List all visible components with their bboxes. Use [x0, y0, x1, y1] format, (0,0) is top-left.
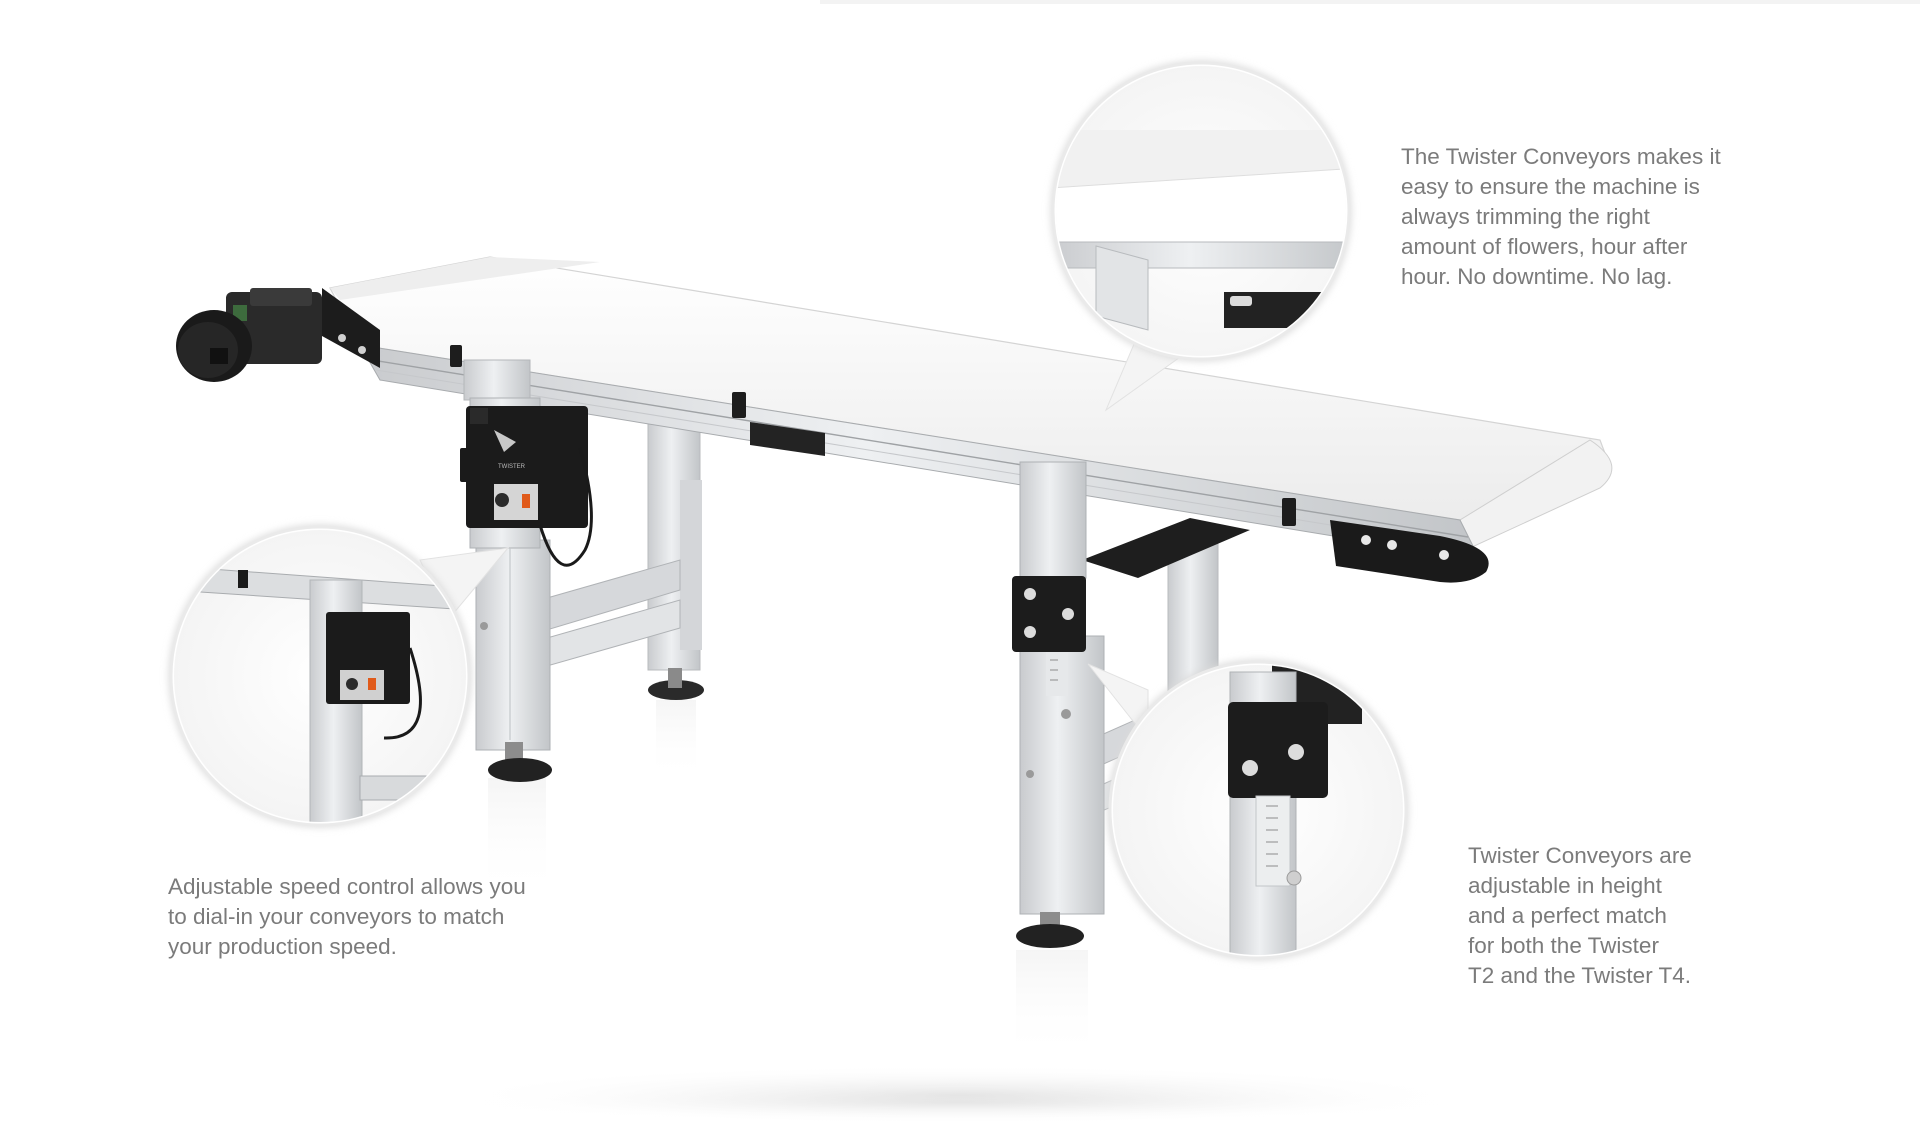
detail-circle-belt [1051, 61, 1351, 361]
background-top-shade [820, 0, 1920, 4]
speed-control-box: TWISTER [460, 406, 593, 567]
detail-circle-height-adjust [1108, 660, 1408, 960]
caption-speed-control: Adjustable speed control allows you to d… [168, 874, 526, 959]
rear-leg-left [647, 419, 704, 700]
drive-motor [176, 288, 380, 382]
caption-belt-alignment: The Twister Conveyors makes it easy to e… [1401, 144, 1721, 289]
svg-text:TWISTER: TWISTER [498, 464, 526, 470]
caption-height-adjust: Twister Conveyors are adjustable in heig… [1468, 843, 1692, 988]
front-leg-right [1012, 461, 1105, 948]
detail-circle-speed-control [169, 525, 471, 827]
floor-fade [460, 1084, 1460, 1121]
mount-plate-right [1082, 518, 1250, 578]
leg-reflections [488, 700, 1088, 1060]
conveyor-belt [329, 256, 1613, 583]
